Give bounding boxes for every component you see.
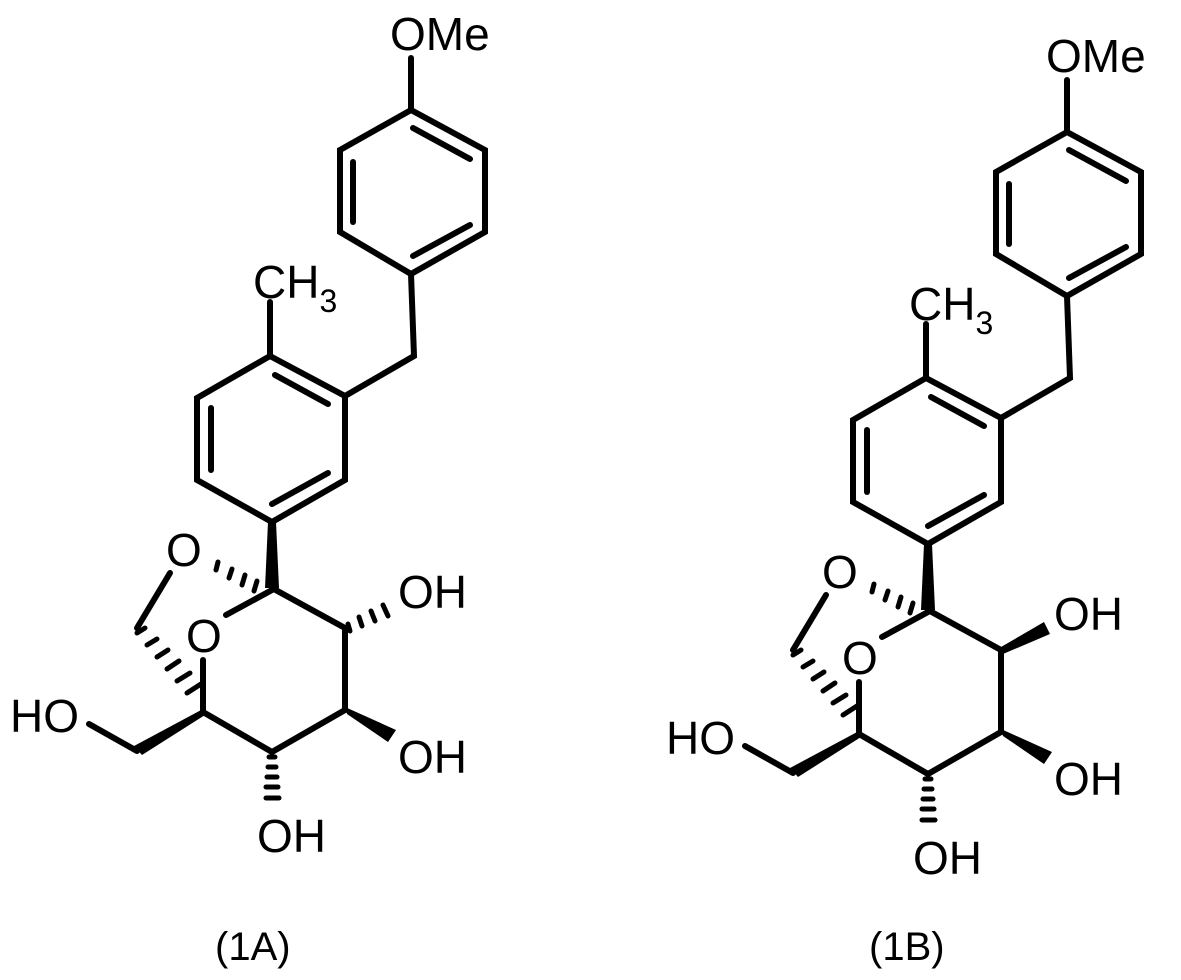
bridge-oxygen-label: O [822, 546, 858, 598]
methoxyphenyl-ring [337, 106, 488, 278]
hash-bond-c5-bridge-ch2 [134, 625, 204, 696]
tolyl-ring [850, 374, 1004, 548]
bridge-oxygen-label: O [166, 524, 202, 576]
hydroxymethyl-label: HO [666, 712, 735, 764]
hydroxymethyl-label: HO [10, 690, 79, 742]
wedge-bond-c3-oh [1001, 729, 1052, 764]
wedge-bond-c3-oh [345, 707, 396, 742]
c2-hydroxyl-label: OH [1054, 588, 1123, 640]
c3-hydroxyl-label: OH [1054, 753, 1123, 805]
hash-bond-c2-oh [345, 602, 391, 634]
methoxy-label: OMe [390, 8, 490, 60]
hash-bond-c4-oh [919, 776, 938, 823]
tolyl-ring [194, 352, 348, 526]
wedge-bond-aryl [265, 522, 279, 588]
wedge-bond-c5-ch2oh [134, 709, 205, 755]
hash-bond-c1-bridge-o [213, 559, 260, 594]
structure-1a: OMe CH3 O O [10, 8, 490, 969]
c4-hydroxyl-label: OH [913, 832, 982, 884]
methyl-label: CH3 [253, 256, 337, 319]
c4-hydroxyl-label: OH [257, 810, 326, 862]
methoxyphenyl-ring [993, 128, 1144, 300]
caption-1a: (1A) [215, 925, 291, 969]
ring-oxygen-label: O [842, 632, 878, 684]
wedge-bond-aryl [921, 544, 935, 610]
hash-bond-c1-bridge-o [869, 581, 916, 616]
methyl-label: CH3 [909, 278, 993, 341]
caption-1b: (1B) [869, 925, 945, 969]
methylene-bridge [342, 271, 418, 399]
methylene-bridge [998, 293, 1074, 421]
c3-hydroxyl-label: OH [398, 731, 467, 783]
c2-hydroxyl-label: OH [398, 566, 467, 618]
ring-oxygen-label: O [186, 610, 222, 662]
wedge-bond-c5-ch2oh [790, 731, 861, 777]
hash-bond-c5-bridge-ch2 [790, 647, 860, 718]
hash-bond-c4-oh [263, 754, 282, 801]
wedge-bond-c2-oh [1001, 622, 1050, 654]
structure-1b: OMe CH3 O O [666, 30, 1146, 969]
methoxy-label: OMe [1046, 30, 1146, 82]
